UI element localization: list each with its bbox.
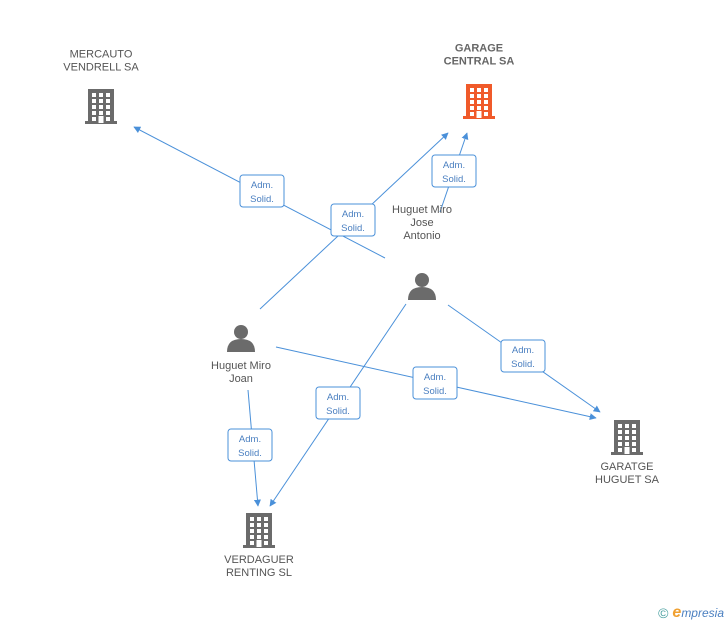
- edge-label-text: Solid.: [442, 174, 466, 185]
- edge-label-text: Adm.: [512, 345, 534, 356]
- node-label-line: RENTING SL: [226, 567, 292, 579]
- edge-label-frame: [227, 428, 273, 462]
- edge-label-text: Solid.: [511, 359, 535, 370]
- node-label-line: Huguet Miro: [392, 204, 452, 216]
- edge-label-box[interactable]: Adm. Solid.: [315, 386, 361, 420]
- footer-brand: © e mpresia: [658, 604, 724, 622]
- edge-joan-garage_central: Adm. Solid.: [259, 132, 449, 310]
- edge-joan-verdaguer: Adm. Solid.: [227, 389, 273, 507]
- edge-label-text: Adm.: [342, 209, 364, 220]
- edge-label-box[interactable]: Adm. Solid.: [227, 428, 273, 462]
- copyright-symbol: ©: [658, 605, 669, 621]
- node-label-line: GARATGE: [601, 461, 654, 473]
- building-icon: [243, 513, 275, 548]
- edge-label-text: Solid.: [250, 194, 274, 205]
- edge-label-text: Solid.: [238, 448, 262, 459]
- building-icon: [85, 89, 117, 124]
- edge-label-box[interactable]: Adm. Solid.: [239, 174, 285, 208]
- edge-label-text: Solid.: [423, 386, 447, 397]
- edge-jose_antonio-garage_central: Adm. Solid.: [431, 132, 477, 213]
- node-label-line: GARAGE: [455, 43, 503, 55]
- edge-label-text: Adm.: [251, 180, 273, 191]
- node-label-line: Joan: [229, 373, 253, 385]
- edge-joan-garatge_huguet: Adm. Solid.: [275, 346, 597, 421]
- node-label-line: Huguet Miro: [211, 360, 271, 372]
- edge-label-frame: [500, 339, 546, 373]
- edges-layer: Adm. Solid. Adm. Solid. Adm. Solid. Adm. Solid.…: [133, 126, 601, 507]
- edge-jose_antonio-verdaguer: Adm. Solid.: [269, 303, 407, 507]
- edge-jose_antonio-mercauto: Adm. Solid.: [133, 126, 386, 259]
- node-label-line: Jose: [410, 217, 433, 229]
- edge-label-text: Adm.: [327, 392, 349, 403]
- edge-label-box[interactable]: Adm. Solid.: [431, 154, 477, 188]
- edge-label-text: Solid.: [341, 223, 365, 234]
- person-icon: [227, 325, 255, 352]
- node-label-line: VENDRELL SA: [63, 62, 139, 74]
- edge-label-box[interactable]: Adm. Solid.: [330, 203, 376, 237]
- edge-label-text: Solid.: [326, 406, 350, 417]
- edge-jose_antonio-garatge_huguet: Adm. Solid.: [447, 304, 601, 413]
- edge-label-text: Adm.: [443, 160, 465, 171]
- edge-label-frame: [412, 366, 458, 400]
- edge-label-frame: [330, 203, 376, 237]
- edge-label-text: Adm.: [239, 434, 261, 445]
- node-label-line: HUGUET SA: [595, 474, 660, 486]
- edge-label-frame: [431, 154, 477, 188]
- edge-label-text: Adm.: [424, 372, 446, 383]
- edge-label-box[interactable]: Adm. Solid.: [500, 339, 546, 373]
- building-icon: [463, 84, 495, 119]
- person-icon: [408, 273, 436, 300]
- edge-label-frame: [239, 174, 285, 208]
- node-label-line: Antonio: [403, 230, 440, 242]
- edge-label-frame: [315, 386, 361, 420]
- edge-label-box[interactable]: Adm. Solid.: [412, 366, 458, 400]
- node-label-line: VERDAGUER: [224, 554, 294, 566]
- brand-logo-text: mpresia: [681, 606, 724, 620]
- building-icon: [611, 420, 643, 455]
- node-label-line: CENTRAL SA: [444, 56, 515, 68]
- node-label-line: MERCAUTO: [70, 49, 133, 61]
- brand-logo-initial: e: [672, 604, 682, 621]
